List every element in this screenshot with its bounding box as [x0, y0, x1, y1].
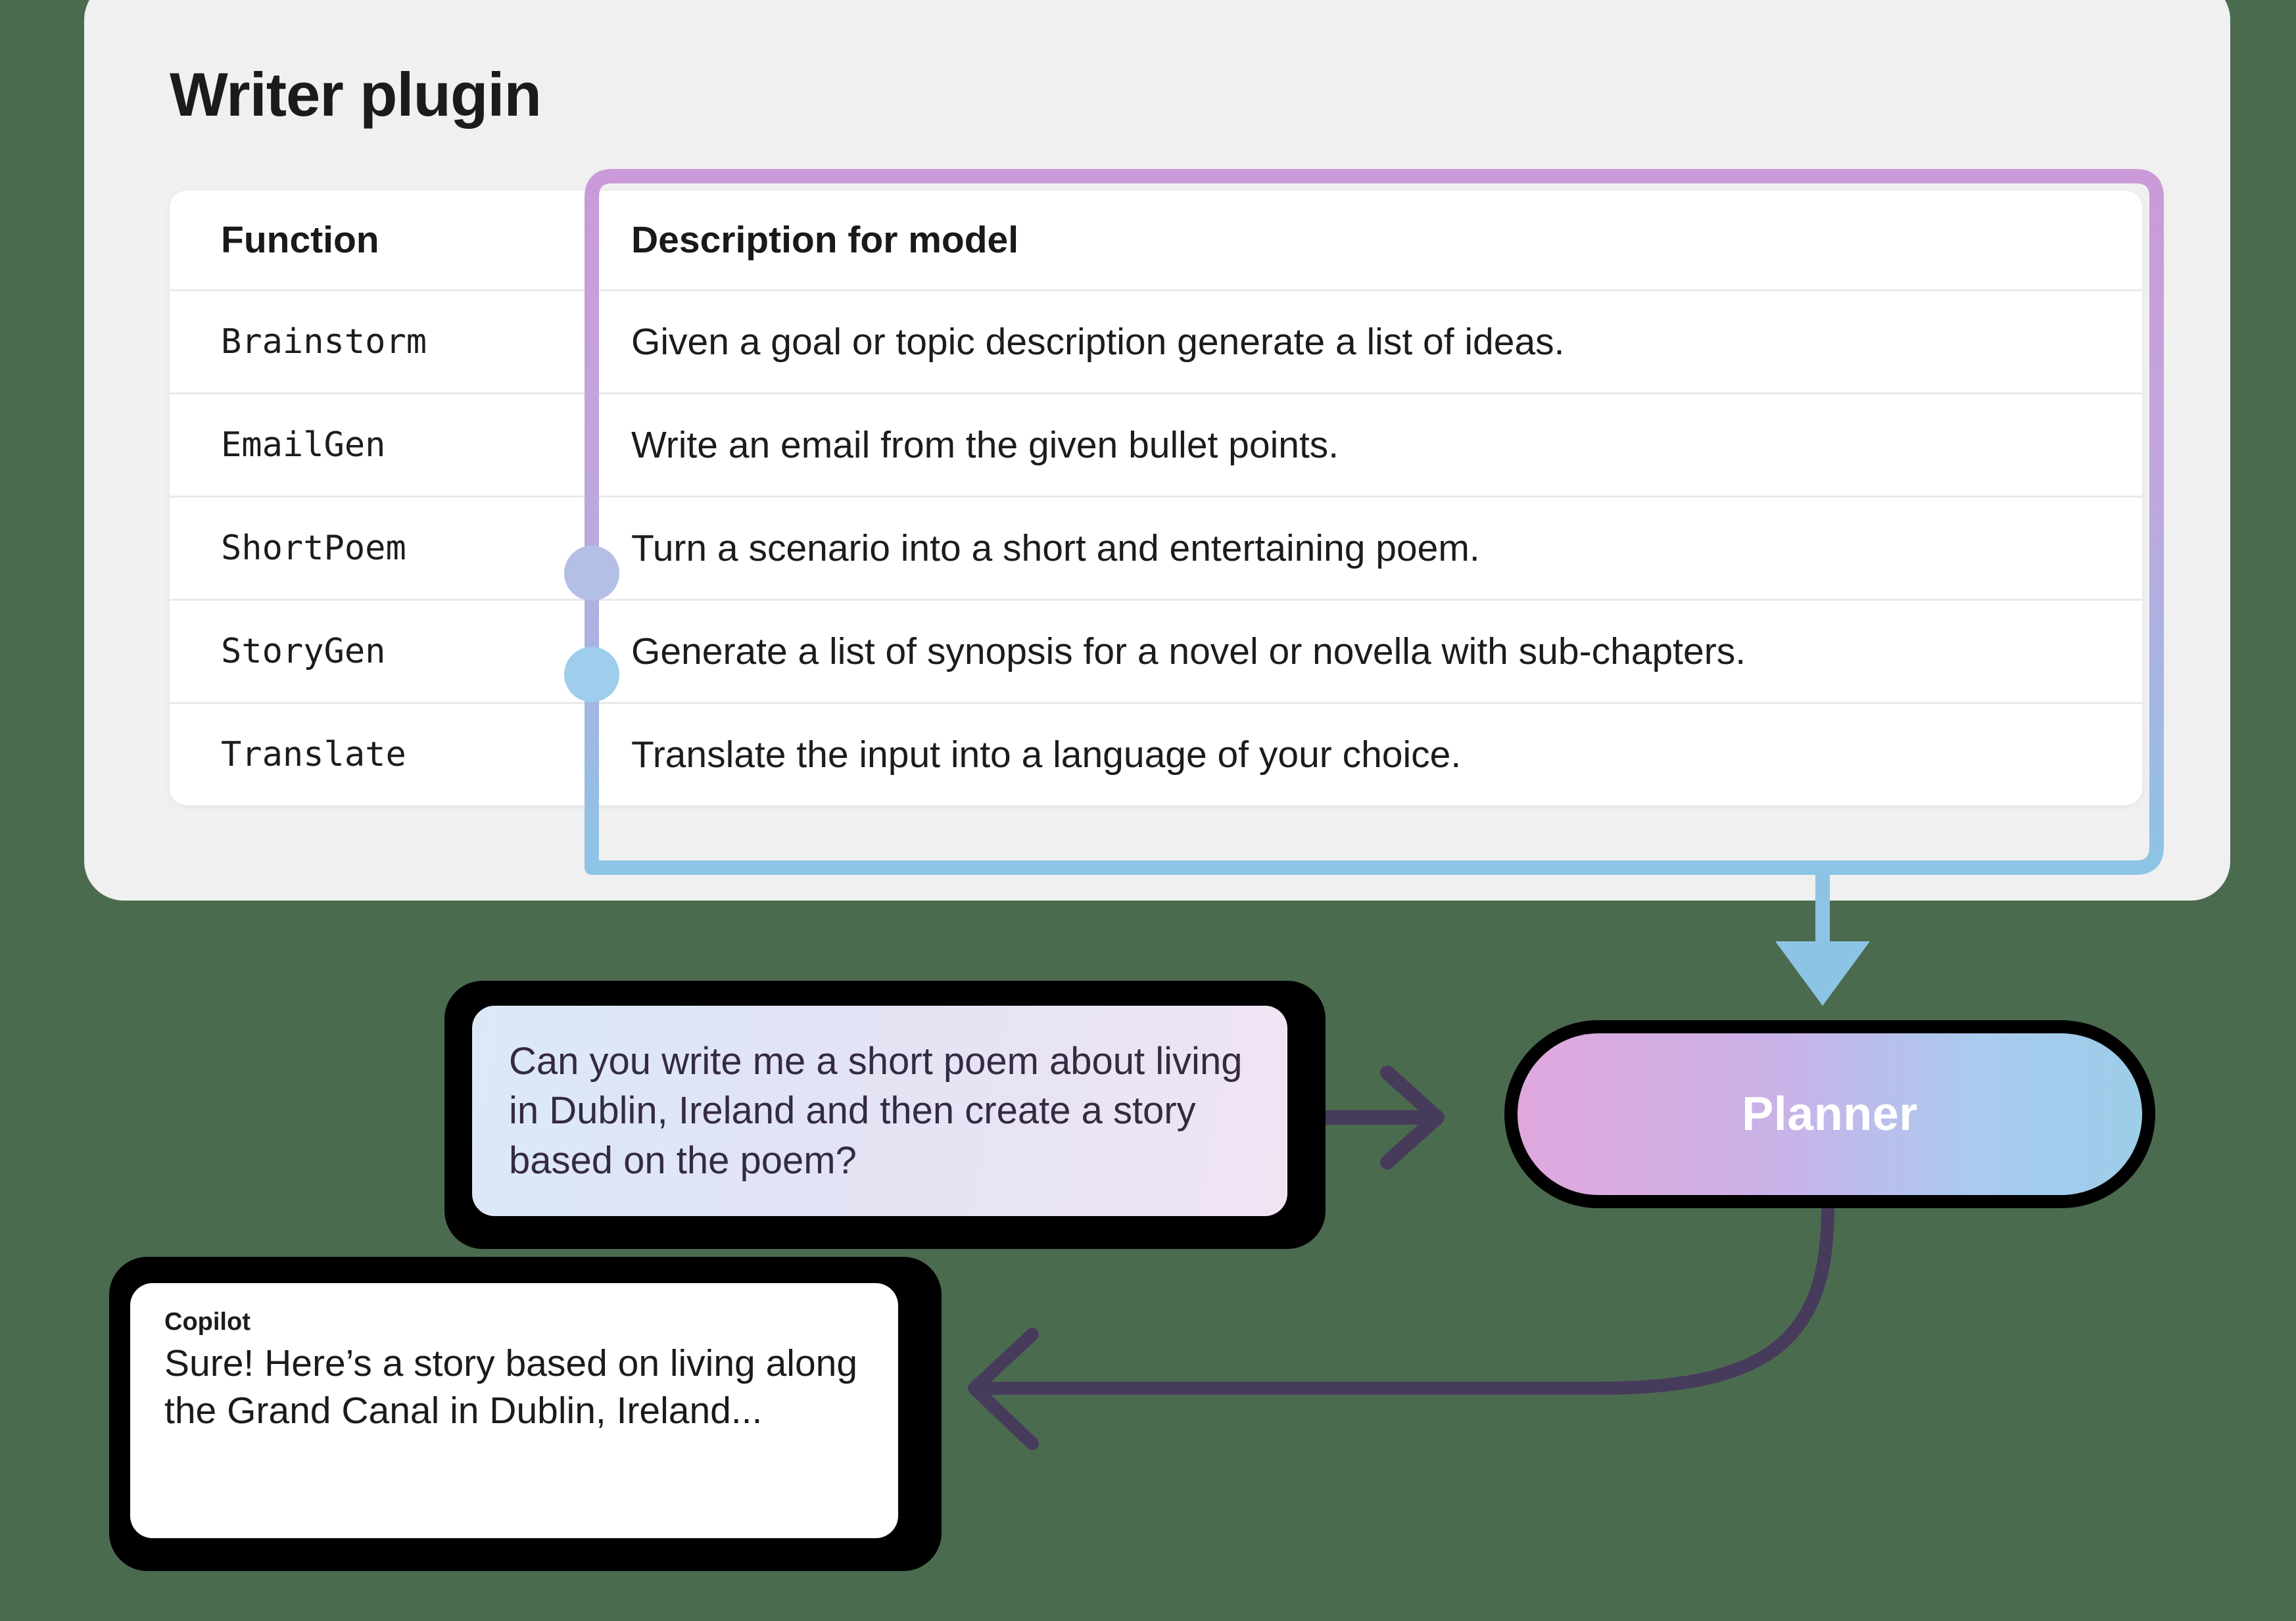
- function-description: Write an email from the given bullet poi…: [631, 424, 1339, 466]
- connector-to-planner-arrowhead: [1775, 941, 1870, 1006]
- function-name: ShortPoem: [221, 529, 406, 568]
- function-name: StoryGen: [221, 632, 386, 671]
- function-description: Translate the input into a language of y…: [631, 734, 1462, 776]
- response-bubble[interactable]: Copilot Sure! Here’s a story based on li…: [130, 1283, 898, 1538]
- function-name-cell: ShortPoem: [170, 529, 590, 568]
- function-name: Translate: [221, 735, 406, 774]
- function-name: Brainstorm: [221, 322, 427, 362]
- function-name-cell: Brainstorm: [170, 322, 590, 362]
- function-name-cell: Translate: [170, 735, 590, 774]
- prompt-to-planner-arrowhead: [1380, 1066, 1445, 1169]
- function-description: Given a goal or topic description genera…: [631, 321, 1565, 363]
- function-description: Generate a list of synopsis for a novel …: [631, 630, 1746, 672]
- function-description-cell: Generate a list of synopsis for a novel …: [590, 630, 2142, 673]
- writer-plugin-card: Writer plugin Function Description for m…: [84, 0, 2230, 901]
- planner-label: Planner: [1742, 1088, 1918, 1140]
- function-description: Turn a scenario into a short and enterta…: [631, 527, 1480, 569]
- column-header-function: Function: [221, 219, 379, 261]
- prompt-bubble[interactable]: Can you write me a short poem about livi…: [472, 1006, 1287, 1216]
- prompt-text: Can you write me a short poem about livi…: [509, 1039, 1243, 1182]
- table-row[interactable]: StoryGen Generate a list of synopsis for…: [170, 601, 2142, 704]
- column-header-description: Description for model: [631, 219, 1019, 261]
- response-text: Sure! Here’s a story based on living alo…: [164, 1342, 858, 1432]
- functions-table: Function Description for model Brainstor…: [170, 191, 2142, 805]
- function-description-cell: Write an email from the given bullet poi…: [590, 423, 2142, 467]
- function-description-cell: Turn a scenario into a short and enterta…: [590, 527, 2142, 570]
- table-row[interactable]: ShortPoem Turn a scenario into a short a…: [170, 498, 2142, 601]
- planner-button[interactable]: Planner: [1518, 1033, 2142, 1195]
- function-description-cell: Given a goal or topic description genera…: [590, 320, 2142, 364]
- table-row[interactable]: EmailGen Write an email from the given b…: [170, 394, 2142, 498]
- table-row[interactable]: Translate Translate the input into a lan…: [170, 704, 2142, 805]
- function-name-cell: EmailGen: [170, 425, 590, 465]
- function-name: EmailGen: [221, 425, 386, 465]
- function-description-cell: Translate the input into a language of y…: [590, 733, 2142, 776]
- function-name-cell: StoryGen: [170, 632, 590, 671]
- response-author: Copilot: [164, 1308, 251, 1336]
- table-row[interactable]: Brainstorm Given a goal or topic descrip…: [170, 291, 2142, 394]
- table-header-row: Function Description for model: [170, 191, 2142, 291]
- planner-to-response-arrowhead: [968, 1328, 1039, 1450]
- page-title: Writer plugin: [170, 60, 542, 129]
